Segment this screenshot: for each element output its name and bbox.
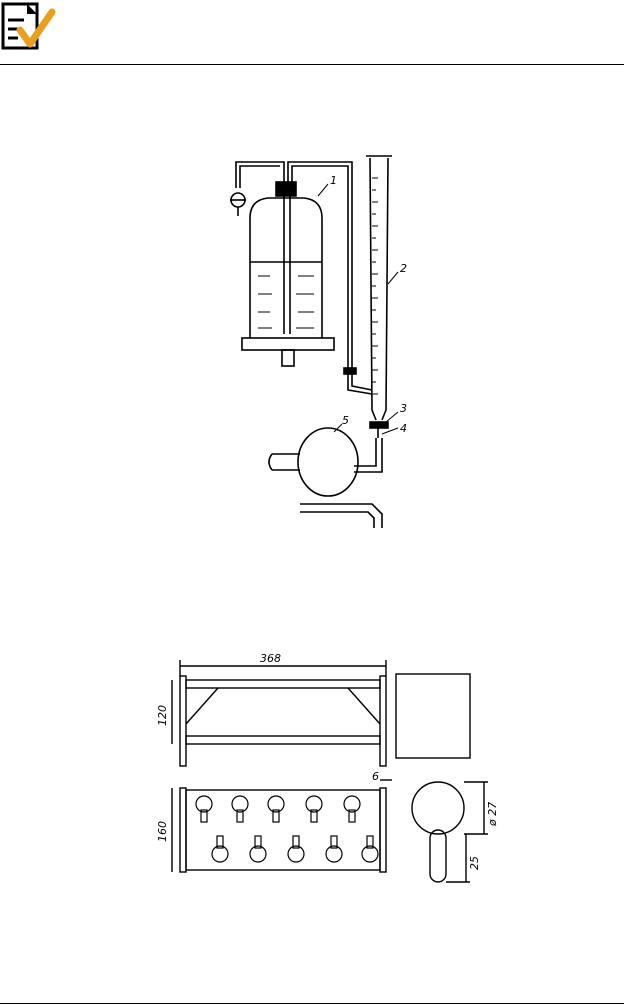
dim-height-top: 120 [156, 705, 169, 726]
part-label-2: 2 [400, 262, 407, 275]
apparatus-figure: 1 2 3 4 5 [222, 148, 432, 528]
dim-stem: 25 [468, 856, 481, 870]
document-logo-icon [0, 0, 58, 56]
part-label-3: 3 [400, 402, 407, 415]
dim-height-bottom: 160 [156, 821, 169, 842]
part-label-1: 1 [330, 174, 337, 187]
part-label-5: 5 [342, 414, 349, 427]
part-label-4: 4 [400, 422, 407, 435]
footer-rule [0, 1003, 624, 1004]
dim-gap: 6 [372, 770, 379, 783]
dim-diameter: ø 27 [486, 802, 499, 827]
dim-length: 368 [260, 652, 281, 665]
rack-drawing-figure: 368 120 160 6 ø 27 25 [148, 650, 508, 900]
header-rule [0, 64, 624, 65]
